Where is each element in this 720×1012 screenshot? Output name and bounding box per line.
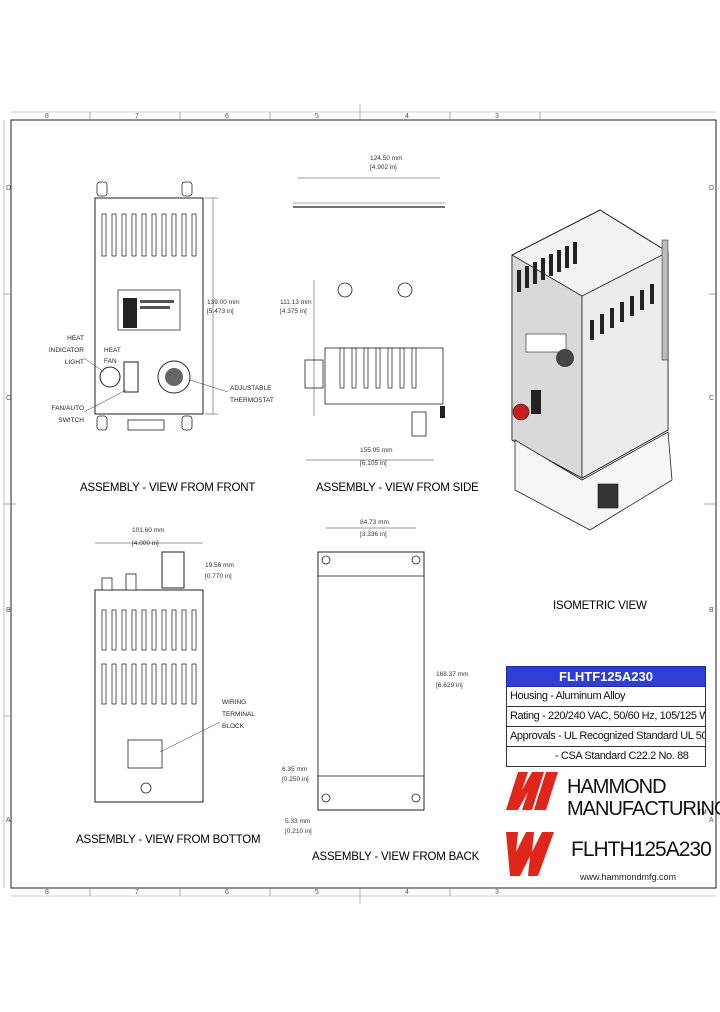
callout-wiring-line1: WIRING [222,699,246,706]
zone-col-7-bottom: 7 [135,889,139,896]
side-top-dim-in: [4.902 in] [370,164,397,171]
front-height-dim-mm: 139.00 mm [207,299,240,306]
callout-thermostat-line1: ADJUSTABLE [230,385,272,392]
spec-row-housing: Housing - Aluminum Alloy [506,687,706,707]
zone-row-a-right: A [709,817,714,824]
zone-col-4-bottom: 4 [405,889,409,896]
callout-thermostat-line2: THERMOSTAT [230,397,274,404]
callout-wiring-line2: TERMINAL [222,711,255,718]
bottom-view-title: ASSEMBLY - VIEW FROM BOTTOM [76,834,260,846]
callout-fan-line1: FAN/AUTO [52,405,84,412]
callout-fan-label: FAN [104,358,117,365]
back-height-dim-in: [6.629 in] [436,682,463,689]
zone-col-3-top: 3 [495,113,499,120]
front-view: 139.00 mm [5.473 in] HEAT INDICATOR LIGH… [49,181,274,494]
bottom-width-dim-in: [4.000 in] [132,540,159,547]
zone-row-d-left: D [6,185,11,192]
zone-col-7-top: 7 [135,113,139,120]
isometric-view-title: ISOMETRIC VIEW [553,600,647,612]
spec-table: FLHTF125A230 Housing - Aluminum Alloy Ra… [506,666,706,767]
isometric-view: ISOMETRIC VIEW [511,209,673,612]
callout-fan-line2: SWITCH [58,417,84,424]
back-hole-dim-in: [0.210 in] [285,828,312,835]
callout-heat-line2: INDICATOR [49,347,84,354]
back-hole-dim-mm: 5.33 mm [285,818,310,825]
zone-row-d-right: D [709,185,714,192]
back-view: 84.73 mm [3.336 in] 168.37 mm [6.629 in]… [282,519,480,863]
callout-heat-line1: HEAT [67,335,84,342]
back-width-dim-in: [3.336 in] [360,531,387,538]
brand-name-line2: MANUFACTURING [567,798,720,820]
brand-trademark: TM [698,810,707,816]
zone-col-4-top: 4 [405,113,409,120]
side-height-dim-mm: 111.13 mm [280,299,312,306]
back-offset-dim-in: [0.250 in] [282,776,309,783]
zone-col-5-bottom: 5 [315,889,319,896]
back-offset-dim-mm: 6.35 mm [282,766,307,773]
bottom-width-dim-mm: 101.60 mm [132,527,165,534]
zone-col-5-top: 5 [315,113,319,120]
brand-part-number: FLHTH125A230 [571,838,712,861]
zone-row-c-right: C [709,395,714,402]
zone-markers: 8 7 6 5 4 3 8 7 6 5 4 3 D C B A D C B A [4,104,716,904]
zone-col-3-bottom: 3 [495,889,499,896]
zone-row-a-left: A [6,817,11,824]
zone-col-6-bottom: 6 [225,889,229,896]
zone-row-b-left: B [6,607,11,614]
bottom-view: 101.60 mm [4.000 in] 19.56 mm [0.770 in]… [76,527,261,846]
side-view-title: ASSEMBLY - VIEW FROM SIDE [316,482,479,494]
brand-name-line1: HAMMOND [567,776,667,798]
callout-heat-line3: LIGHT [65,359,84,366]
front-view-title: ASSEMBLY - VIEW FROM FRONT [80,482,255,494]
spec-table-title: FLHTF125A230 [506,666,706,687]
front-height-dim-in: [5.473 in] [207,308,234,315]
side-top-dim-mm: 124.50 mm [370,155,403,162]
spec-row-approvals: Approvals - UL Recognized Standard UL 50… [506,727,706,747]
zone-col-8-bottom: 8 [45,889,49,896]
callout-heat-label: HEAT [104,347,121,354]
spec-row-rating: Rating - 220/240 VAC, 50/60 Hz, 105/125 … [506,707,706,727]
zone-col-6-top: 6 [225,113,229,120]
callout-wiring-line3: BLOCK [222,723,245,730]
bottom-protrusion-dim-mm: 19.56 mm [205,562,234,569]
zone-col-8-top: 8 [45,113,49,120]
brand-url: www.hammondmfg.com [580,872,677,882]
back-width-dim-mm: 84.73 mm [360,519,389,526]
side-bottom-dim-mm: 155.05 mm [360,447,393,454]
side-bottom-dim-in: [6.105 in] [360,460,387,467]
bottom-protrusion-dim-in: [0.770 in] [205,573,232,580]
back-height-dim-mm: 168.37 mm [436,671,469,678]
back-view-title: ASSEMBLY - VIEW FROM BACK [312,851,480,863]
zone-row-c-left: C [6,395,11,402]
spec-row-csa: - CSA Standard C22.2 No. 88 [506,747,706,767]
side-height-dim-in: [4.375 in] [280,308,307,315]
hammond-brand-block: HAMMOND MANUFACTURING TM FLHTH125A230 ww… [504,768,720,888]
hammond-logo [506,772,558,876]
side-view: 124.50 mm [4.902 in] 111.13 mm [4.375 in… [280,155,479,494]
zone-row-b-right: B [709,607,714,614]
